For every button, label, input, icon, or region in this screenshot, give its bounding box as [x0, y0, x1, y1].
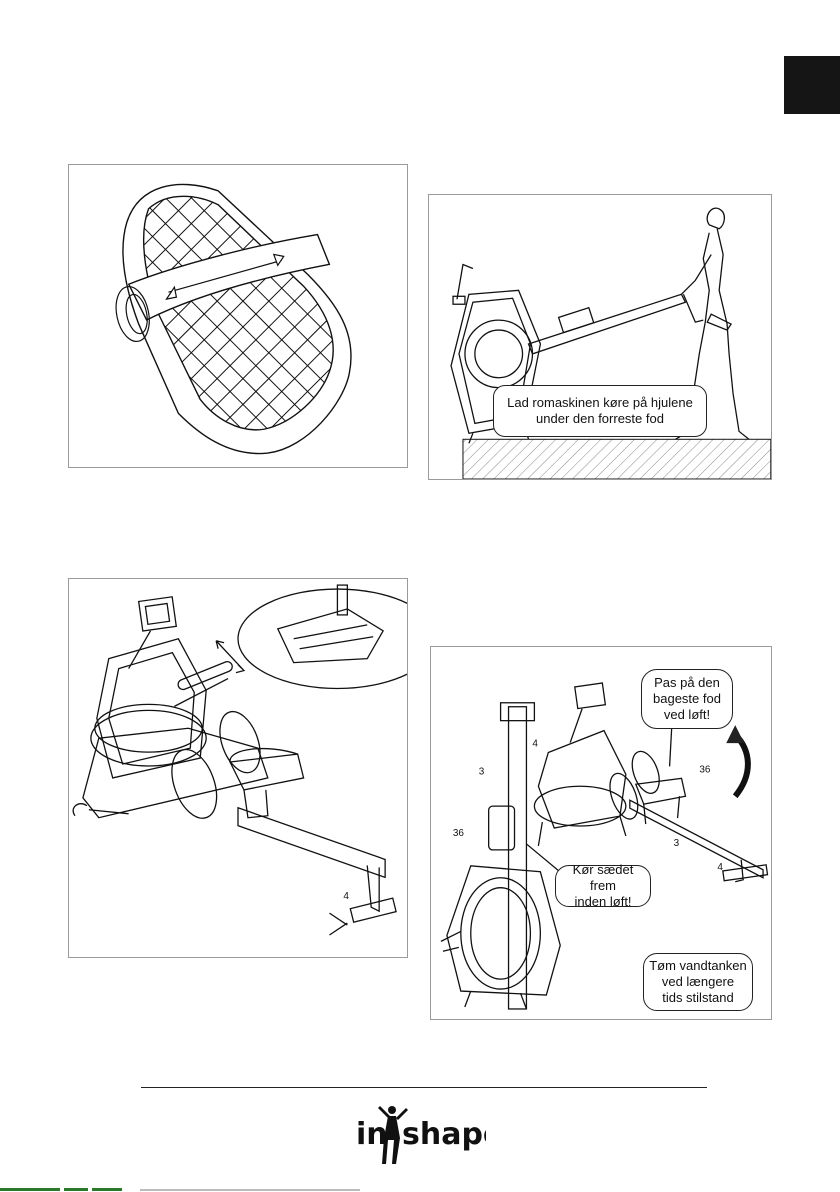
- transport-callout-text: Lad romaskinen køre på hjulene under den…: [507, 395, 693, 427]
- stand-label: 4: [717, 862, 723, 873]
- assembled-machine-figure: 4: [68, 578, 408, 958]
- footer-divider: [141, 1087, 707, 1088]
- footplate-illustration: [69, 165, 407, 467]
- rail-label: 3: [674, 838, 680, 849]
- empty-tank-callout-text: Tøm vandtanken ved længere tids stilstan…: [649, 958, 747, 1006]
- print-marks: [0, 1186, 840, 1192]
- assembled-machine-illustration: 4: [69, 579, 407, 957]
- rear-foot-callout: Pas på den bageste fod ved løft!: [641, 669, 733, 729]
- seat-label: 36: [699, 764, 711, 775]
- transport-callout: Lad romaskinen køre på hjulene under den…: [493, 385, 707, 437]
- rail-label-upright: 3: [479, 766, 485, 777]
- svg-text:shape: shape: [402, 1117, 486, 1152]
- stand-label: 4: [343, 891, 349, 902]
- logo-lettering: in shape: [356, 1104, 486, 1166]
- inshape-logo: inshape in shape: [356, 1104, 486, 1166]
- transport-figure: Lad romaskinen køre på hjulene under den…: [428, 194, 772, 480]
- section-tab-marker: [784, 56, 840, 114]
- svg-text:in: in: [356, 1117, 388, 1152]
- rear-foot-callout-text: Pas på den bageste fod ved løft!: [653, 675, 721, 723]
- seat-forward-callout: Kør sædet frem inden løft!: [555, 865, 651, 907]
- empty-tank-callout: Tøm vandtanken ved længere tids stilstan…: [643, 953, 753, 1011]
- stand-label-upright: 4: [532, 739, 538, 750]
- storage-figure: 3 4 36 36 3 4 Pas på den bageste fod ved…: [430, 646, 772, 1020]
- footstrap-figure: [68, 164, 408, 468]
- seat-forward-callout-text: Kør sædet frem inden løft!: [560, 862, 646, 910]
- seat-label-upright: 36: [453, 828, 465, 839]
